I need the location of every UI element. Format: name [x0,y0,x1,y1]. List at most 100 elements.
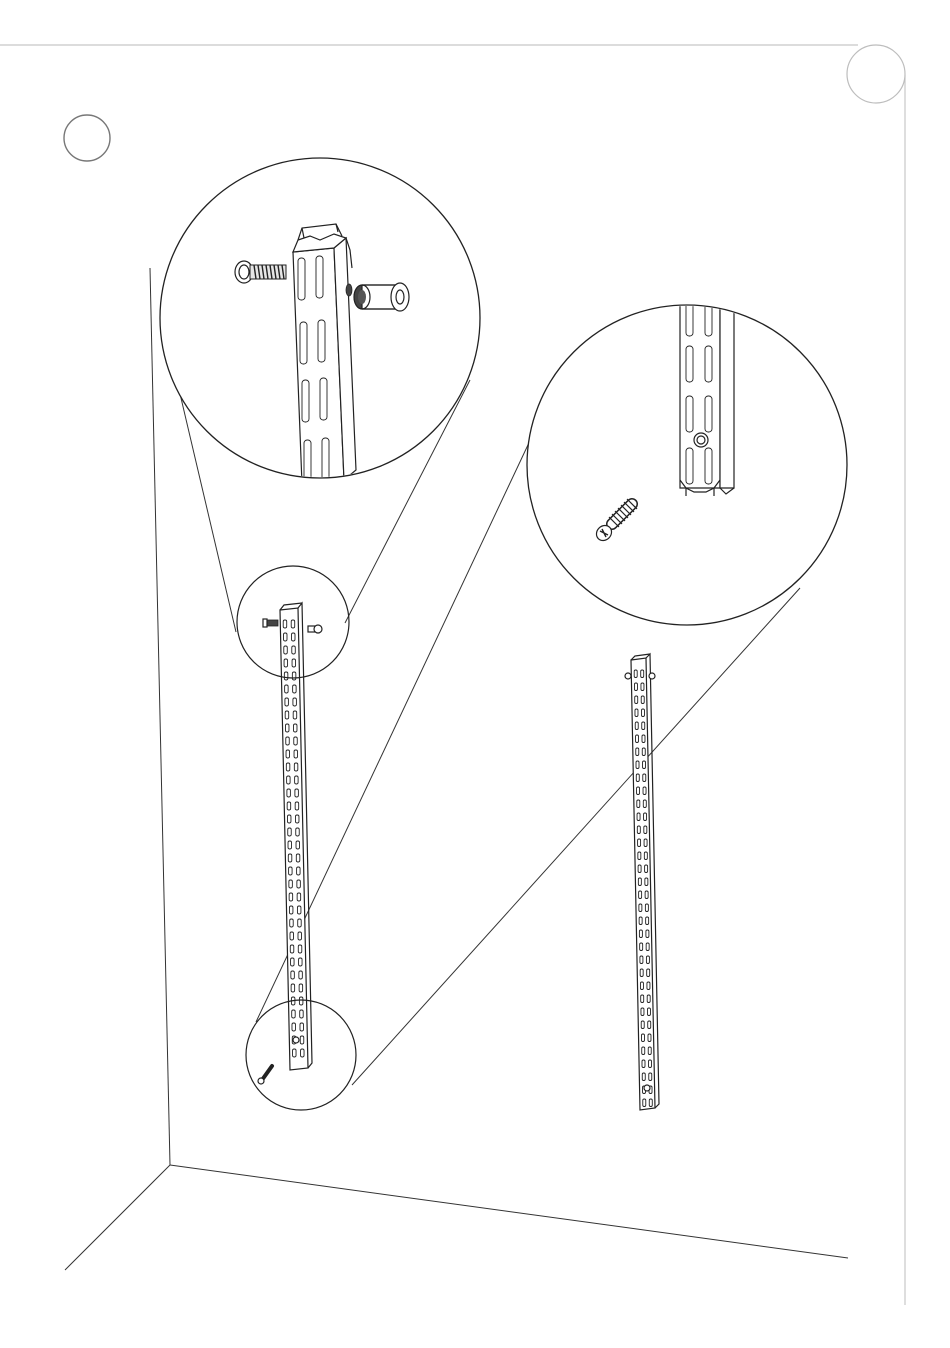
upright-slot [301,1049,305,1057]
upright-slot [649,1060,652,1068]
upright-mounting-hole [293,1037,299,1043]
upright-slot [647,982,650,990]
upright-slot [304,440,311,482]
upright-slot [322,438,329,480]
upright-slot [292,646,296,654]
page-corner-marker [847,45,905,103]
upright-slot [289,867,293,875]
upright-slot [648,1034,651,1042]
upright-slot [297,893,301,901]
upright-slot [643,774,646,782]
upright-slot [640,969,643,977]
upright-slot [292,672,296,680]
upright-slot [642,1073,645,1081]
upright-slot [636,774,639,782]
upright-slot [644,852,647,860]
upright-slot [287,776,291,784]
upright-slot [642,722,645,730]
upright-slot [291,620,295,628]
upright-slot [288,841,292,849]
upright-slot [642,1047,645,1055]
upright-slot [644,839,647,847]
upright-slot [636,748,639,756]
upright-slot [638,839,641,847]
upright-slot [286,750,290,758]
upright-slot [299,984,303,992]
upright-slot [283,620,287,628]
upright-slot [686,346,693,382]
upright-slot [646,943,649,951]
upright-slot [298,932,302,940]
upright-slot [294,737,298,745]
upright-slot [293,724,297,732]
upright-slot [300,322,307,364]
upright-slot [647,969,650,977]
upright-slot [285,685,289,693]
upright-slot [290,919,294,927]
upright-slot [285,698,289,706]
upright-slot [639,930,642,938]
right-wall-upright [625,654,659,1110]
upright-slot [285,711,289,719]
upright-slot [300,1023,304,1031]
upright-slot [293,685,297,693]
bottom-screw-detail [527,290,847,625]
upright-slot [641,709,644,717]
upright-slot [642,748,645,756]
upright-slot [648,1047,651,1055]
upright-slot [637,826,640,834]
upright-slot [641,995,644,1003]
upright-slot [289,906,293,914]
upright-slot [646,917,649,925]
upright-slot [296,841,300,849]
upright-slot [293,711,297,719]
upright-slot [302,380,309,422]
upright-slot [647,995,650,1003]
upright-slot [705,396,712,432]
upright-slot [295,776,299,784]
upright-slot [645,878,648,886]
upright-slot [642,1060,645,1068]
upright-slot [300,1036,304,1044]
upright-slot [640,956,643,964]
upright-slot [284,672,288,680]
upright-slot [646,930,649,938]
upright-slot [645,865,648,873]
upright-slot [642,735,645,743]
upright-slot [297,867,301,875]
upright-slot [293,1049,297,1057]
upright-slot [705,346,712,382]
upright-slot [649,1099,652,1107]
upright-slot [638,865,641,873]
upright-slot [285,724,289,732]
upright-slot [289,880,293,888]
upright-slot [637,800,640,808]
upright-slot [634,670,637,678]
upright-slot [639,891,642,899]
upright-slot [641,1008,644,1016]
upright-slot [645,904,648,912]
upright-slot [297,880,301,888]
upright-slot [648,1021,651,1029]
upright-slot [291,984,295,992]
upright-slot [316,256,323,298]
upright-slot [643,761,646,769]
upright-slot [292,1010,296,1018]
upright-slot [299,997,303,1005]
barrel-nut-icon-small [308,625,322,633]
upright-slot [320,378,327,420]
upright-slot [290,945,294,953]
upright-slot [643,787,646,795]
upright-slot [298,919,302,927]
upright-slot [636,761,639,769]
upright-slot [638,878,641,886]
upright-slot [644,826,647,834]
step-number-marker [64,115,110,161]
upright-slot [298,258,305,300]
upright-slot [638,852,641,860]
upright-slot [705,300,712,336]
upright-slot [294,763,298,771]
upright-slot [286,763,290,771]
upright-slot [300,1010,304,1018]
upright-slot [318,320,325,362]
